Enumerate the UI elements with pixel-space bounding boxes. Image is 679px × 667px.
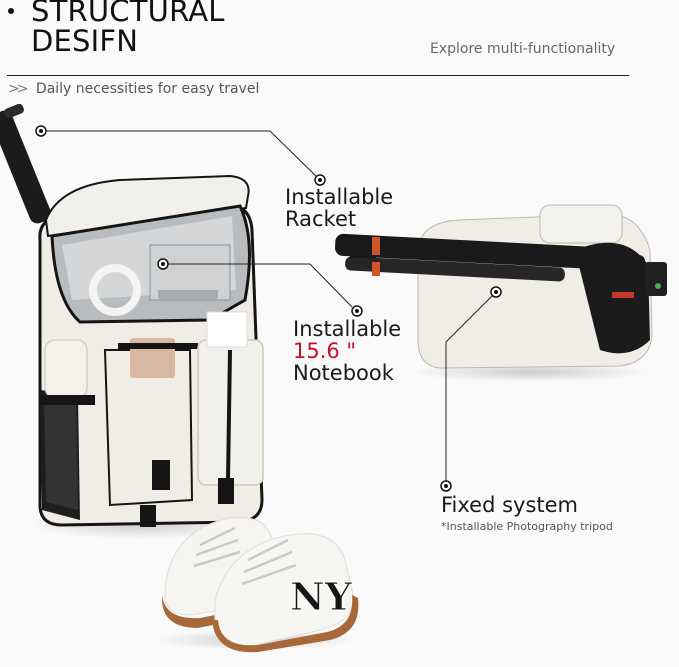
notebook-label-line1: Installable [293,317,402,341]
racket-label-line1: Installable [285,185,394,209]
header-divider [7,75,629,76]
notebook-callout-label: Installable 15.6 " Notebook [293,318,401,384]
page-title: STRUCTURAL DESIFN [31,0,225,56]
tagline: Explore multi-functionality [430,41,616,57]
notebook-callout-line [163,263,353,308]
title-line-1: STRUCTURAL [31,0,225,28]
racket-callout-line [41,130,321,181]
sneakers-image: NY [155,517,359,653]
backpack-image [0,103,264,539]
backpack-side-image [335,204,667,382]
racket-callout-label: Installable Racket [285,186,393,230]
svg-text:NY: NY [290,574,353,619]
racket-label-line2: Racket [285,207,357,231]
double-chevron-right-icon: >> [8,81,29,97]
subtitle-text: Daily necessities for easy travel [35,81,260,97]
tripod-callout-title: Fixed system [441,493,579,517]
tripod-callout-note: *Installable Photography tripod [441,520,613,533]
notebook-size: 15.6 " [293,339,357,363]
subtitle: >> Daily necessities for easy travel [8,81,259,97]
racket-handle [0,103,51,224]
tripod-callout-line [445,291,497,484]
bullet-dot [8,8,14,14]
notebook-label-line3: Notebook [293,361,394,385]
title-line-2: DESIFN [31,24,139,58]
callout-markers [35,125,502,492]
callout-lines [41,130,497,484]
